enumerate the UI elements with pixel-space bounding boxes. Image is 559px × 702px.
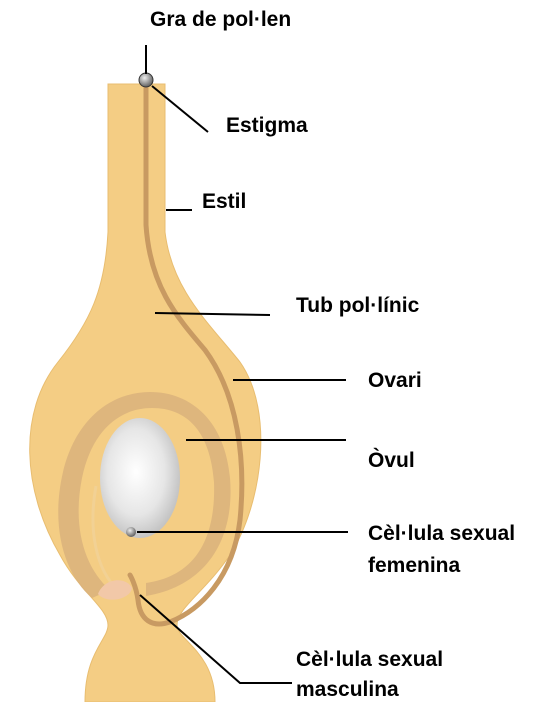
label-female-cell-line1: Cèl·lula sexual — [368, 521, 515, 546]
label-female-cell-line2: femenina — [368, 553, 460, 578]
label-style: Estil — [202, 189, 246, 214]
label-male-cell-line2: masculina — [296, 677, 399, 702]
label-ovary: Ovari — [368, 368, 422, 393]
female-sex-cell — [126, 527, 136, 537]
label-pollen-grain: Gra de pol·len — [150, 7, 291, 32]
label-male-cell-line1: Cèl·lula sexual — [296, 647, 443, 672]
embryo-sac — [100, 418, 180, 538]
label-stigma: Estigma — [226, 113, 308, 138]
label-ovule: Òvul — [368, 448, 415, 473]
label-pollen-tube: Tub pol·línic — [296, 293, 419, 318]
pollen-grain — [139, 73, 153, 87]
